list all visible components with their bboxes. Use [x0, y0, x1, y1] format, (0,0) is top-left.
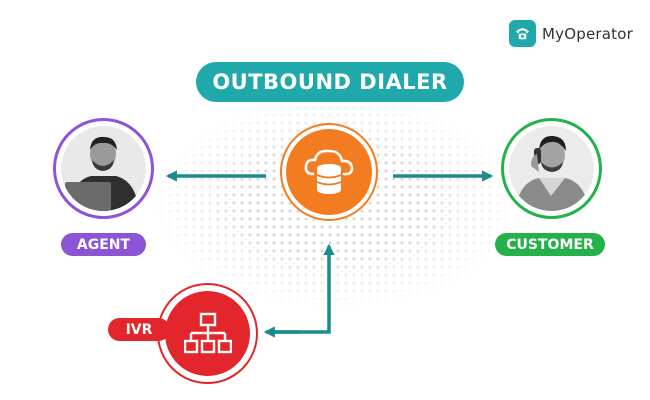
brand-name: MyOperator — [542, 24, 633, 43]
cloud-database-icon — [286, 129, 372, 215]
agent-label: AGENT — [61, 233, 146, 256]
page-title: OUTBOUND DIALER — [196, 62, 464, 102]
ivr-label: IVR — [108, 318, 170, 341]
customer-avatar — [509, 126, 594, 211]
brand: MyOperator — [509, 20, 633, 47]
arrow-ivr-to-server — [268, 243, 335, 334]
agent-avatar — [61, 126, 146, 211]
customer-label: CUSTOMER — [495, 233, 605, 256]
hierarchy-icon — [165, 291, 250, 376]
phone-icon — [509, 20, 536, 47]
